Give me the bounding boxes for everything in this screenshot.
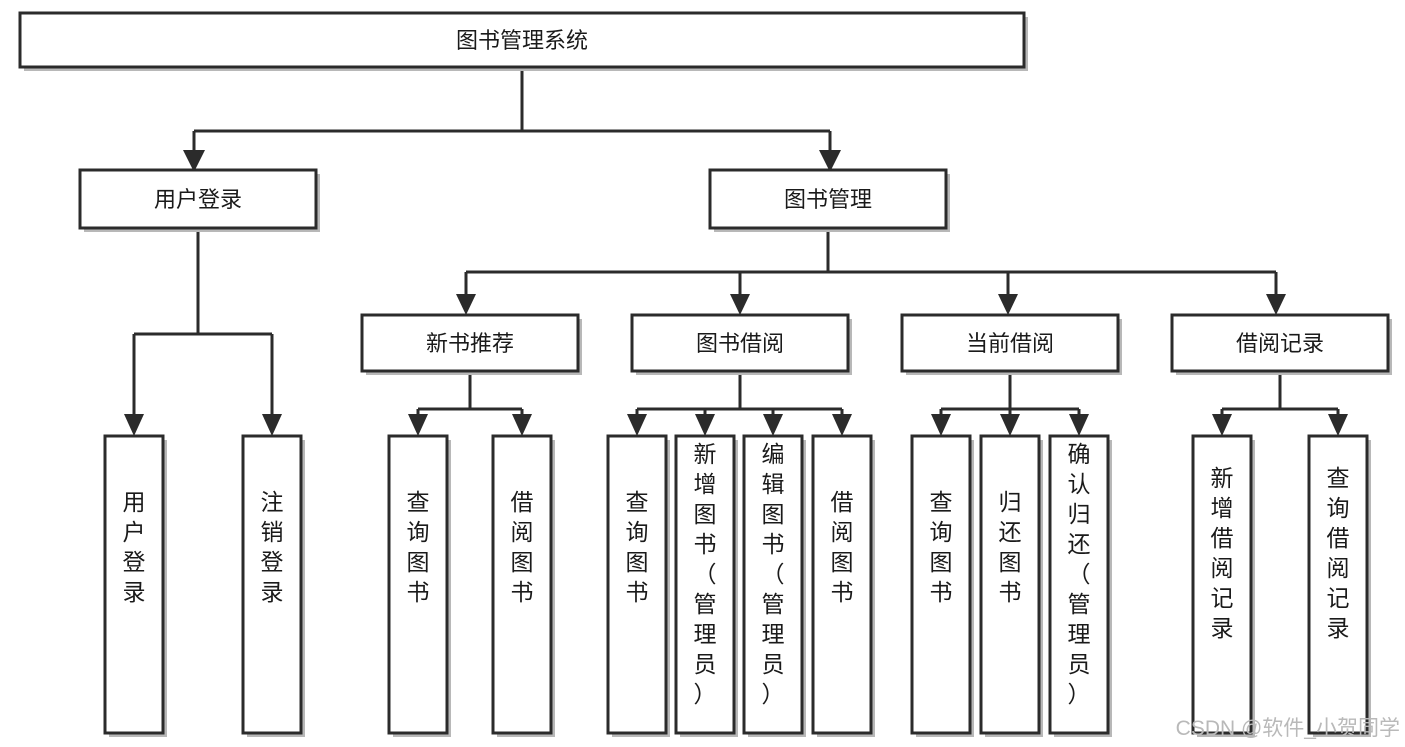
leaf-user-login-label: 用户登录	[123, 489, 146, 605]
leaf-query-book-3-label: 查询图书	[930, 489, 953, 605]
node-borrow-record[interactable]: 借阅记录	[1170, 313, 1392, 375]
book-manage-label: 图书管理	[784, 187, 872, 212]
arrow-to-leaf-add-record	[1212, 414, 1232, 436]
arrow-to-leaf-return-book	[1000, 414, 1020, 436]
leaf-query-book-3-box[interactable]	[910, 434, 972, 735]
arrow-to-leaf-query-record	[1328, 414, 1348, 436]
leaf-return-book-box[interactable]	[979, 434, 1041, 735]
arrow-to-leaf-add-book	[695, 414, 715, 436]
leaf-query-record-label: 查询借阅记录	[1327, 465, 1350, 641]
leaf-user-login-box[interactable]	[103, 434, 165, 735]
arrow-to-leaf-user-logout	[262, 414, 282, 436]
borrow-record-box[interactable]	[1170, 313, 1390, 373]
arrow-to-user-login	[183, 150, 205, 172]
node-leaf-edit-book[interactable]: 编辑图书（管理员）	[742, 434, 806, 737]
new-book-recommend-box[interactable]	[360, 313, 580, 373]
book-borrow-label: 图书借阅	[696, 331, 784, 356]
node-root[interactable]: 图书管理系统	[18, 11, 1028, 71]
node-leaf-user-logout[interactable]: 注销登录	[241, 434, 305, 737]
leaf-confirm-return-box[interactable]	[1048, 434, 1110, 735]
user-login-label: 用户登录	[154, 187, 242, 212]
node-book-borrow[interactable]: 图书借阅	[630, 313, 852, 375]
arrow-to-leaf-borrow-book-2	[832, 414, 852, 436]
leaf-add-record-label: 新增借阅记录	[1211, 465, 1234, 641]
arrow-to-leaf-confirm-return	[1069, 414, 1089, 436]
arrow-to-current-borrow	[998, 294, 1018, 315]
root-box[interactable]	[18, 11, 1026, 69]
leaf-add-book-box[interactable]	[674, 434, 736, 735]
leaf-add-record-box[interactable]	[1191, 434, 1253, 735]
arrow-to-leaf-query-book-1	[408, 414, 428, 436]
arrow-to-leaf-borrow-book-1	[512, 414, 532, 436]
node-leaf-query-book-2[interactable]: 查询图书	[606, 434, 670, 737]
leaf-borrow-book-1-label: 借阅图书	[511, 489, 534, 605]
arrow-to-leaf-edit-book	[763, 414, 783, 436]
leaf-edit-book-label: 编辑图书（管理员）	[762, 441, 785, 707]
leaf-query-record-box[interactable]	[1307, 434, 1369, 735]
node-leaf-user-login[interactable]: 用户登录	[103, 434, 167, 737]
arrow-to-leaf-user-login	[124, 414, 144, 436]
leaf-borrow-book-1-box[interactable]	[491, 434, 553, 735]
node-leaf-add-record[interactable]: 新增借阅记录	[1191, 434, 1255, 737]
node-leaf-add-book[interactable]: 新增图书（管理员）	[674, 434, 738, 737]
arrow-to-leaf-query-book-3	[931, 414, 951, 436]
leaf-borrow-book-2-box[interactable]	[811, 434, 873, 735]
leaf-borrow-book-2-label: 借阅图书	[831, 489, 854, 605]
root-label: 图书管理系统	[456, 28, 588, 53]
book-borrow-box[interactable]	[630, 313, 850, 373]
node-leaf-query-book-1[interactable]: 查询图书	[387, 434, 451, 737]
node-leaf-query-book-3[interactable]: 查询图书	[910, 434, 974, 737]
book-manage-box[interactable]	[708, 168, 948, 230]
connector-layer	[124, 67, 1348, 436]
leaf-query-book-2-label: 查询图书	[626, 489, 649, 605]
node-leaf-return-book[interactable]: 归还图书	[979, 434, 1043, 737]
leaf-return-book-label: 归还图书	[999, 489, 1022, 605]
node-leaf-confirm-return[interactable]: 确认归还（管理员）	[1048, 434, 1112, 737]
node-new-book-recommend[interactable]: 新书推荐	[360, 313, 582, 375]
leaf-query-book-2-box[interactable]	[606, 434, 668, 735]
leaf-query-book-1-label: 查询图书	[407, 489, 430, 605]
arrow-to-new-book-recommend	[456, 294, 476, 315]
current-borrow-label: 当前借阅	[966, 331, 1054, 356]
leaf-add-book-label: 新增图书（管理员）	[694, 441, 717, 707]
leaf-user-logout-label: 注销登录	[261, 489, 284, 605]
borrow-record-label: 借阅记录	[1236, 331, 1324, 356]
arrow-to-book-borrow	[730, 294, 750, 315]
arrow-to-borrow-record	[1266, 294, 1286, 315]
leaf-query-book-1-box[interactable]	[387, 434, 449, 735]
user-login-box[interactable]	[78, 168, 318, 230]
node-book-manage[interactable]: 图书管理	[708, 168, 950, 232]
node-current-borrow[interactable]: 当前借阅	[900, 313, 1122, 375]
leaf-user-logout-box[interactable]	[241, 434, 303, 735]
node-user-login[interactable]: 用户登录	[78, 168, 320, 232]
arrow-to-leaf-query-book-2	[627, 414, 647, 436]
leaf-edit-book-box[interactable]	[742, 434, 804, 735]
leaf-confirm-return-label: 确认归还（管理员）	[1068, 441, 1091, 707]
node-leaf-borrow-book-2[interactable]: 借阅图书	[811, 434, 875, 737]
current-borrow-box[interactable]	[900, 313, 1120, 373]
node-leaf-borrow-book-1[interactable]: 借阅图书	[491, 434, 555, 737]
csdn-watermark: CSDN @软件_小贺同学	[1176, 717, 1400, 740]
new-book-recommend-label: 新书推荐	[426, 331, 514, 356]
node-leaf-query-record[interactable]: 查询借阅记录	[1307, 434, 1371, 737]
arrow-to-book-manage	[819, 150, 841, 172]
